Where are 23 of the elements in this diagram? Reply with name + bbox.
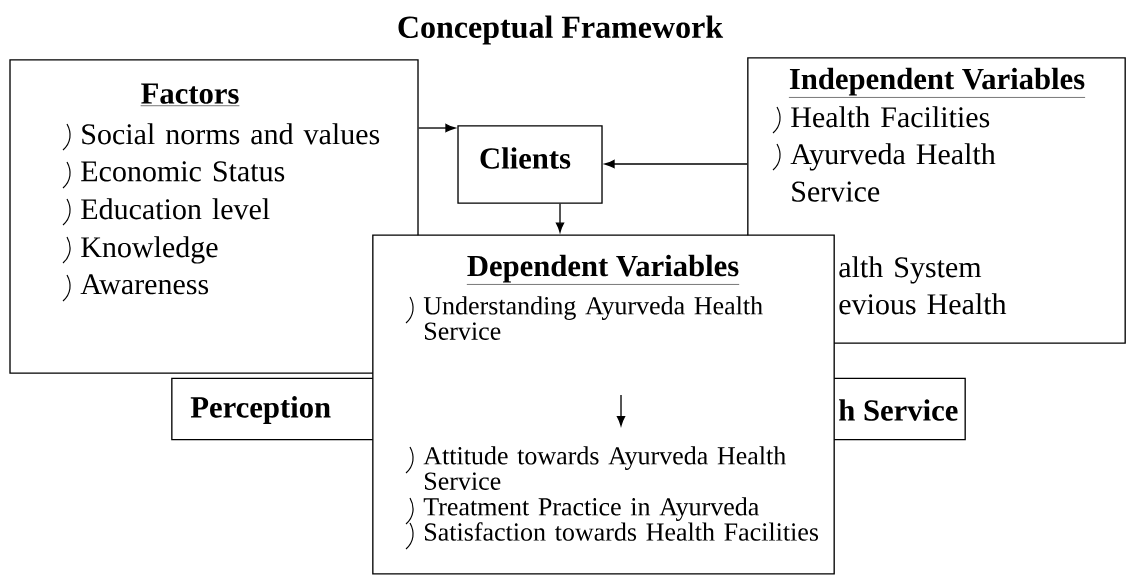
list-item: Health Facilities xyxy=(791,106,990,128)
heading: Factors xyxy=(140,83,240,106)
arrow xyxy=(555,203,565,233)
list-item: Treatment Practice in Ayurveda xyxy=(423,497,759,521)
heading: Independent Variables xyxy=(788,67,1086,98)
list-item: Ayurveda Health Service xyxy=(790,143,996,202)
list-item: Social norms and values xyxy=(82,123,380,145)
box-label: h Service xyxy=(839,399,958,421)
list-item: alth System xyxy=(839,256,982,284)
list-item: Understanding Ayurveda Health Service xyxy=(423,296,763,340)
heading: Dependent Variables xyxy=(466,254,740,285)
box-label: Perception xyxy=(190,396,331,424)
box-label: Clients xyxy=(480,147,571,169)
arrow xyxy=(418,123,456,133)
list-item: Economic Status xyxy=(81,161,285,182)
title: Conceptual Framework xyxy=(398,15,724,45)
list-item: Satisfaction towards Health Facilities xyxy=(425,522,819,541)
arrow xyxy=(604,159,748,169)
list-item: Awareness xyxy=(80,274,209,295)
list-item: Knowledge xyxy=(81,236,218,264)
list-item: Education level xyxy=(81,198,270,220)
list-item: Attitude towards Ayurveda Health Service xyxy=(423,446,786,490)
list-item: evious Health xyxy=(839,293,1007,315)
